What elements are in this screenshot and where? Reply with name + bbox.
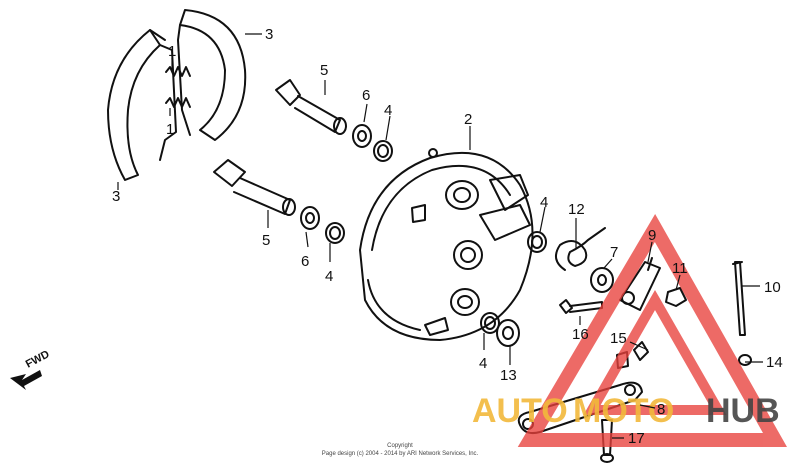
copyright-line1: Copyright (387, 443, 413, 449)
callout-5a: 5 (320, 62, 328, 79)
callout-15: 15 (610, 330, 627, 347)
callout-5b: 5 (262, 232, 270, 249)
leader-lines (117, 33, 763, 439)
callout-9: 9 (648, 227, 656, 244)
callout-numbers: 1 1 2 3 3 4 4 4 4 5 5 6 6 7 8 9 10 11 12… (112, 26, 783, 447)
washer-upper[interactable] (352, 124, 372, 148)
callout-4c: 4 (540, 194, 548, 211)
callout-7: 7 (610, 244, 618, 261)
callout-14: 14 (766, 354, 783, 371)
wear-indicator[interactable] (590, 267, 614, 293)
spring-lower[interactable] (165, 97, 191, 108)
callout-8: 8 (657, 401, 665, 418)
callout-11: 11 (672, 260, 688, 277)
watermark-moto: MOTO (573, 392, 674, 430)
callout-16: 16 (572, 326, 589, 343)
callout-1a: 1 (168, 43, 176, 60)
brake-panel[interactable] (359, 148, 534, 341)
callout-4b: 4 (325, 268, 333, 285)
watermark-logo (517, 214, 788, 447)
brake-arm[interactable] (619, 257, 661, 311)
spring-upper[interactable] (165, 66, 191, 77)
washer-13[interactable] (496, 319, 520, 347)
callout-3a: 3 (265, 26, 273, 43)
callout-6a: 6 (362, 87, 370, 104)
callout-4a: 4 (384, 102, 392, 119)
seal-upper[interactable] (373, 140, 393, 162)
callout-3b: 3 (112, 188, 120, 205)
copyright-notice: Copyright Page design (c) 2004 - 2014 by… (322, 443, 479, 457)
callout-13: 13 (500, 367, 517, 384)
brake-cam-upper[interactable] (275, 79, 347, 135)
callout-2: 2 (464, 111, 472, 128)
watermark-hub: HUB (706, 392, 780, 430)
watermark-auto: AUTO (472, 392, 568, 430)
callout-1b: 1 (166, 121, 174, 138)
seal-lower[interactable] (325, 222, 345, 244)
brake-shoe-left[interactable] (107, 29, 177, 181)
copyright-line2: Page design (c) 2004 - 2014 by ARI Netwo… (322, 451, 479, 457)
nut-11[interactable] (665, 287, 687, 307)
bolt-16[interactable] (559, 299, 603, 314)
callout-4d: 4 (479, 355, 487, 372)
callout-17: 17 (628, 430, 645, 447)
forward-arrow-icon: FWD (10, 348, 52, 390)
nut-14[interactable] (738, 354, 752, 366)
washer-lower[interactable] (300, 206, 320, 230)
callout-12: 12 (568, 201, 585, 218)
seal-bottom[interactable] (480, 312, 500, 334)
callout-10: 10 (764, 279, 781, 296)
brake-shoe-right[interactable] (177, 9, 247, 141)
fwd-label: FWD (24, 348, 52, 370)
brake-rod[interactable] (732, 261, 746, 336)
callout-6b: 6 (301, 253, 309, 270)
return-spring[interactable] (555, 227, 606, 271)
watermark-text: AUTO MOTO HUB (472, 392, 780, 430)
brake-cam-lower[interactable] (213, 159, 296, 216)
